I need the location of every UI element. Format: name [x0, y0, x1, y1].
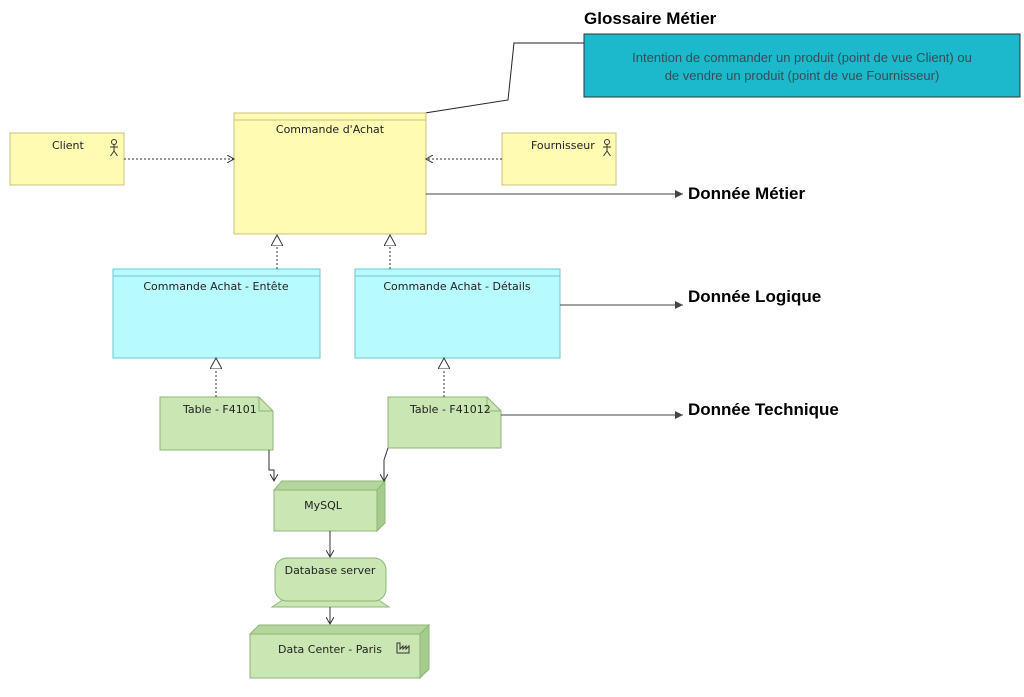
- data-object-details[interactable]: Commande Achat - Détails: [354, 268, 561, 359]
- glossary-connector: [424, 42, 584, 114]
- factory-icon: [396, 642, 410, 654]
- artifact-f41012-label: Table - F41012: [409, 403, 491, 416]
- assignment-f41012-to-mysql: [384, 447, 389, 481]
- business-actor-client[interactable]: Client: [9, 132, 125, 186]
- glossary-definition-line-1: Intention de commander un produit (point…: [632, 50, 972, 65]
- glossary-definition-line-2: de vendre un produit (point de vue Fourn…: [665, 68, 940, 83]
- level-label-logique: Donnée Logique: [688, 287, 821, 306]
- node-mysql[interactable]: MySQL: [272, 479, 387, 533]
- actor-icon: [110, 139, 118, 157]
- level-label-metier: Donnée Métier: [688, 184, 806, 203]
- artifact-table-f4101[interactable]: Table - F4101: [159, 396, 274, 451]
- facility-data-center-paris[interactable]: Data Center - Paris: [248, 623, 431, 680]
- business-object-label: Commande d'Achat: [276, 123, 385, 136]
- data-object-entete[interactable]: Commande Achat - Entête: [112, 268, 321, 359]
- business-object-commande-achat[interactable]: Commande d'Achat: [233, 112, 427, 235]
- actor-client-label: Client: [52, 139, 85, 152]
- data-object-entete-label: Commande Achat - Entête: [143, 280, 288, 293]
- database-server-label: Database server: [285, 564, 376, 577]
- system-software-database-server[interactable]: Database server: [270, 557, 391, 608]
- actor-fournisseur-label: Fournisseur: [531, 139, 595, 152]
- data-center-label: Data Center - Paris: [278, 643, 382, 656]
- glossary-title: Glossaire Métier: [584, 9, 717, 28]
- actor-icon: [603, 139, 611, 157]
- artifact-table-f41012[interactable]: Table - F41012: [387, 396, 502, 449]
- data-object-details-label: Commande Achat - Détails: [383, 280, 531, 293]
- glossary-definition-box: [583, 33, 1021, 98]
- artifact-f4101-label: Table - F4101: [182, 403, 257, 416]
- node-mysql-label: MySQL: [304, 499, 343, 512]
- business-actor-fournisseur[interactable]: Fournisseur: [501, 132, 617, 186]
- level-label-technique: Donnée Technique: [688, 400, 839, 419]
- assignment-f4101-to-mysql: [268, 450, 274, 481]
